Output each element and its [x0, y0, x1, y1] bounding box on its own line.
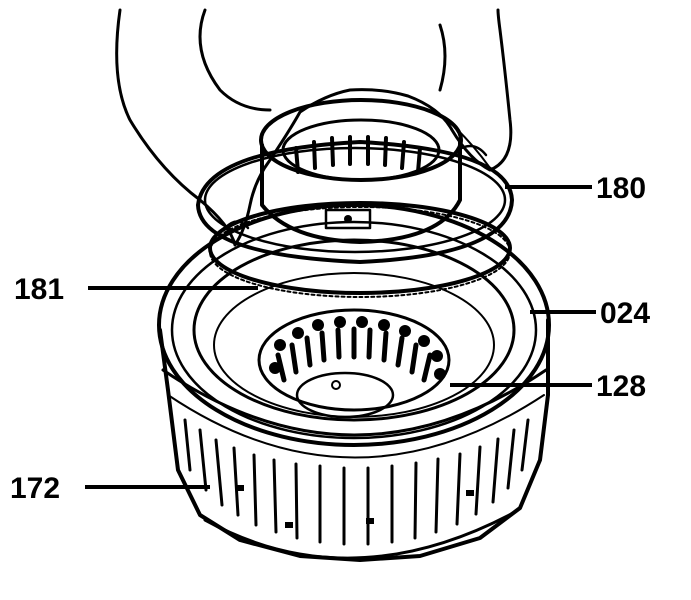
- inner-hub: [257, 308, 451, 419]
- callout-label-181: 181: [14, 273, 64, 306]
- leader-lines: [85, 185, 596, 489]
- clutch-drum: [157, 203, 551, 562]
- callout-label-172: 172: [10, 472, 60, 505]
- technician-hand: [115, 8, 513, 247]
- callout-label-024: 024: [600, 297, 650, 330]
- piston-plate: [196, 98, 514, 264]
- callout-label-128: 128: [596, 370, 646, 403]
- callout-label-180: 180: [596, 172, 646, 205]
- snap-ring: [208, 201, 512, 298]
